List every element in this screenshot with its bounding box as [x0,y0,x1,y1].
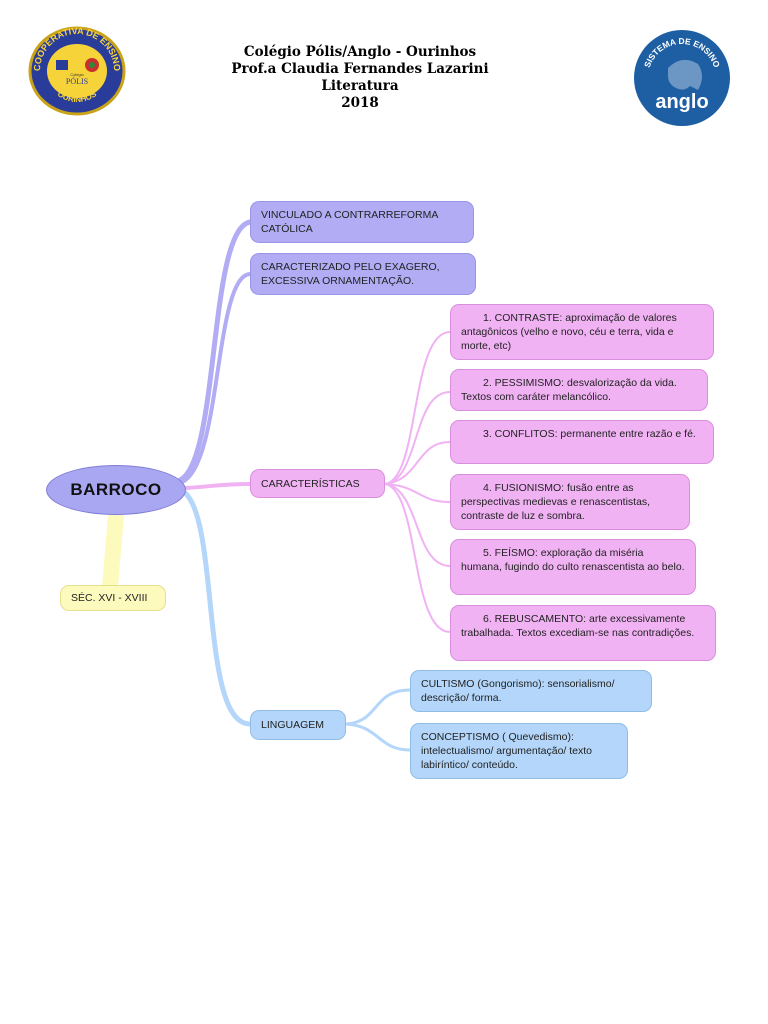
connector-cultismo [344,688,412,726]
header-subject: Literatura [321,78,399,94]
node-caracteristicas: CARACTERÍSTICAS [250,469,385,498]
logo-center-small-text: Colégio [70,72,84,77]
node-linguagem: LINGUAGEM [250,710,346,740]
node-char-pessimismo: 2. PESSIMISMO: desvalorização da vida. T… [450,369,708,411]
header-teacher: Prof.a Claudia Fernandes Lazarini [231,61,489,77]
cooperativa-logo: COOPERATIVA DE ENSINO OURINHOS Colégio P… [28,26,126,116]
node-cultismo: CULTISMO (Gongorismo): sensorialismo/ de… [410,670,652,712]
node-char-feismo: 5. FEÍSMO: exploração da miséria humana,… [450,539,696,595]
connector-exagero [180,272,252,484]
node-char-contraste: 1. CONTRASTE: aproximação de valores ant… [450,304,714,360]
connector-conceptismo [344,722,412,752]
connector-char-4 [384,483,451,503]
node-contrarreforma: VINCULADO A CONTRARREFORMA CATÓLICA [250,201,474,243]
period-pointer [102,515,124,586]
connector-char-6 [384,483,451,633]
period-node: SÉC. XVI - XVIII [60,585,166,611]
lion-icon [668,59,702,90]
node-conceptismo: CONCEPTISMO ( Quevedismo): intelectualis… [410,723,628,779]
connector-contrarreforma [177,219,253,483]
node-exagero: CARACTERIZADO PELO EXAGERO, EXCESSIVA OR… [250,253,476,295]
connector-char-3 [384,441,451,485]
anglo-logo: SISTEMA DE ENSINO anglo [634,30,730,126]
connector-caracteristicas [184,482,252,490]
root-node-barroco: BARROCO [46,465,186,515]
anglo-wordmark: anglo [655,91,708,113]
node-char-rebuscamento: 6. REBUSCAMENTO: arte excessivamente tra… [450,605,716,661]
connector-char-2 [384,391,451,485]
node-char-fusionismo: 4. FUSIONISMO: fusão entre as perspectiv… [450,474,690,530]
header-school: Colégio Pólis/Anglo - Ourinhos [243,44,477,60]
connector-linguagem [181,489,253,727]
header-year: 2018 [341,95,379,111]
node-char-conflitos: 3. CONFLITOS: permanente entre razão e f… [450,420,714,464]
logo-center-text: PÓLIS [66,76,88,86]
connector-char-1 [384,331,451,485]
connector-char-5 [384,483,451,567]
page-header: Colégio Pólis/Anglo - Ourinhos Prof.a Cl… [200,44,520,112]
